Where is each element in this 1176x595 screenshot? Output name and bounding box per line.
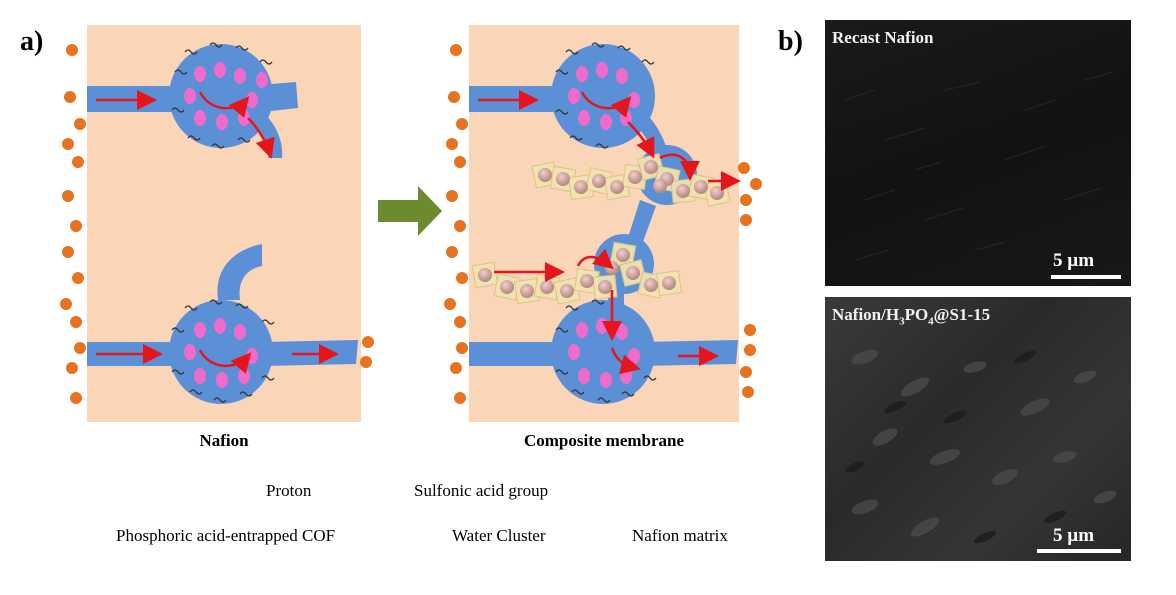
legend-sulfonic-label: Sulfonic acid group <box>414 481 549 500</box>
legend-water-label: Water Cluster <box>452 526 546 545</box>
scale-bar-top <box>1051 275 1121 279</box>
cof-chain-upper <box>531 153 731 207</box>
proton-column-left <box>60 44 374 404</box>
sem-title-top: Recast Nafion <box>832 28 934 47</box>
nafion-panel <box>87 25 361 422</box>
water-cluster <box>551 44 655 148</box>
transition-arrow <box>378 186 442 236</box>
sem-texture-bottom <box>845 349 1117 544</box>
panel-label-a: a) <box>20 26 44 57</box>
nafion-caption: Nafion <box>199 431 249 450</box>
legend-proton-label: Proton <box>266 481 312 500</box>
sem-texture-top <box>844 71 1114 261</box>
composite-caption: Composite membrane <box>523 431 685 450</box>
water-cluster <box>551 300 655 404</box>
scale-bar-bottom <box>1037 549 1121 553</box>
scale-label-bottom: 5 µm <box>1053 525 1095 546</box>
panel-label-b: b) <box>778 26 803 57</box>
sem-image-composite: Nafion/H3PO4@S1-15 5 µm <box>825 297 1131 561</box>
schematic-diagram <box>60 25 762 422</box>
composite-panel <box>469 25 741 422</box>
cof-chain-lower <box>471 241 682 305</box>
legend-matrix-label: Nafion matrix <box>632 526 728 545</box>
sem-title-bottom: Nafion/H3PO4@S1-15 <box>832 305 991 328</box>
sem-image-recast-nafion: Recast Nafion 5 µm <box>825 20 1131 286</box>
scale-label-top: 5 µm <box>1053 250 1095 271</box>
legend-cof-label: Phosphoric acid-entrapped COF <box>116 526 336 545</box>
proton-column-right <box>444 44 762 404</box>
